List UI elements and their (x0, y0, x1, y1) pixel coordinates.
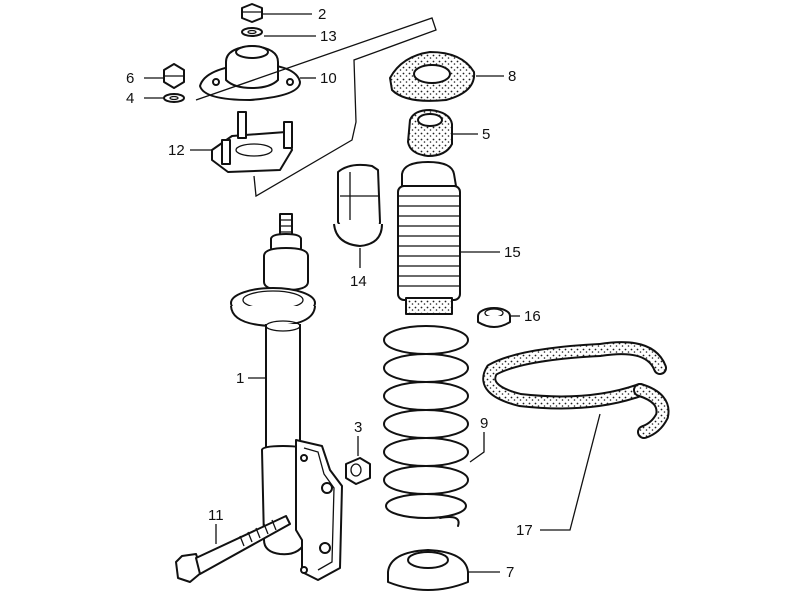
callout-4: 4 (126, 90, 134, 107)
lower-spring-seat (387, 549, 469, 591)
callout-13: 13 (320, 28, 337, 45)
mounting-bolt (175, 515, 291, 583)
callout-9: 9 (480, 415, 488, 432)
callout-12: 12 (168, 142, 185, 159)
bump-rubber (407, 109, 453, 157)
callout-1: 1 (236, 370, 244, 387)
mount-plate (211, 111, 293, 173)
seat-ring (477, 307, 511, 328)
callout-17: 17 (516, 522, 533, 539)
callout-8: 8 (508, 68, 516, 85)
bump-stop (333, 163, 383, 247)
callout-6: 6 (126, 70, 134, 87)
stud-washer (163, 93, 185, 103)
callout-10: 10 (320, 70, 337, 87)
bracket-nut (345, 457, 371, 485)
top-nut (241, 3, 263, 23)
callout-5: 5 (482, 126, 490, 143)
leader-lines (144, 13, 601, 573)
stud-nut (163, 63, 185, 89)
callout-labels: 2 13 6 4 10 8 5 12 15 14 16 1 3 9 11 17 … (126, 6, 541, 581)
callout-7: 7 (506, 564, 514, 581)
top-mount (199, 45, 301, 101)
callout-16: 16 (524, 308, 541, 325)
callout-2: 2 (318, 6, 326, 23)
drain-hose (482, 341, 670, 439)
callout-14: 14 (350, 273, 367, 290)
callout-11: 11 (208, 507, 224, 524)
dust-boot (397, 161, 461, 315)
spring-insulator (389, 51, 476, 102)
shock-absorber-strut (230, 213, 343, 581)
callout-15: 15 (504, 244, 521, 261)
top-washer (241, 27, 263, 37)
coil-spring (383, 325, 469, 527)
callout-3: 3 (354, 419, 362, 436)
